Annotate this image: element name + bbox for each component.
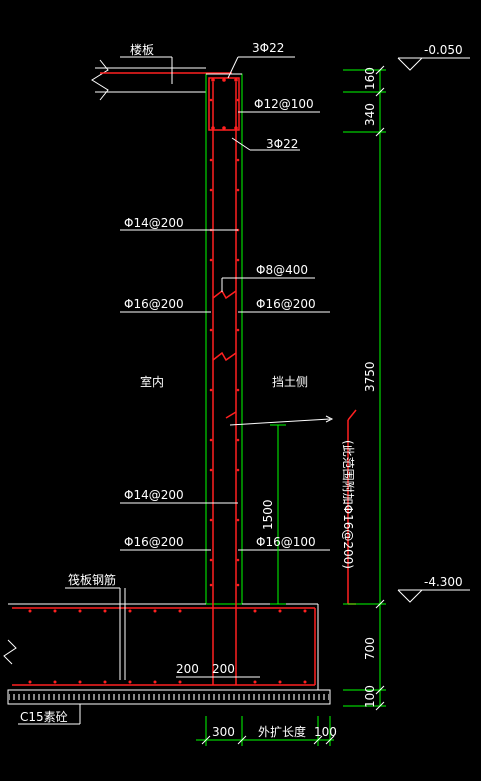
label-blinding: C15素砼 — [20, 710, 68, 724]
label-vertical-14-lower: Φ14@200 — [124, 488, 184, 502]
elevation-marker-bottom — [397, 589, 470, 603]
raft-rebar-dots — [28, 609, 307, 684]
label-added-bars-note: (此范围附加Φ16@200) — [341, 440, 355, 569]
label-inner-16-lower: Φ16@200 — [124, 535, 184, 549]
elevation-top: -0.050 — [424, 43, 463, 57]
blinding-layer — [7, 689, 331, 705]
dim-label-200-left: 200 — [176, 662, 199, 676]
label-bottom-bars-top: 3Φ22 — [266, 137, 298, 151]
dim-1500 — [270, 424, 286, 605]
label-soil-side: 挡土侧 — [272, 375, 308, 389]
label-outer-16-lower: Φ16@100 — [256, 535, 316, 549]
tie-bars — [212, 289, 237, 419]
label-outer-16-upper: Φ16@200 — [256, 297, 316, 311]
dim-bottom — [196, 716, 335, 746]
dim-label-100-vert: 100 — [363, 685, 377, 708]
label-top-bars: 3Φ22 — [252, 41, 284, 55]
label-tie-bars: Φ8@400 — [256, 263, 308, 277]
leader-lines — [18, 56, 334, 725]
label-indoor: 室内 — [140, 374, 164, 389]
dim-label-300: 300 — [212, 725, 235, 739]
elevation-marker-top — [397, 57, 470, 71]
wall-outline — [205, 73, 243, 605]
dim-label-200-right: 200 — [212, 662, 235, 676]
elevation-bottom: -4.300 — [424, 575, 463, 589]
dim-label-340: 340 — [363, 103, 377, 126]
label-stirrup-top: Φ12@100 — [254, 97, 314, 111]
label-raft-rebar: 筏板钢筋 — [68, 572, 116, 587]
dim-label-700: 700 — [363, 637, 377, 660]
floor-slab — [91, 56, 232, 101]
raft-foundation — [3, 600, 330, 691]
dim-label-1500: 1500 — [261, 499, 275, 530]
dim-label-100-horiz: 100 — [314, 725, 337, 739]
dim-vertical-right — [343, 65, 386, 711]
dim-label-3750: 3750 — [363, 361, 377, 392]
dim-label-160: 160 — [363, 67, 377, 90]
wall-rebar-dots — [209, 78, 240, 587]
dim-label-ext-length: 外扩长度 — [258, 724, 306, 739]
label-inner-16: Φ16@200 — [124, 297, 184, 311]
label-floor-slab: 楼板 — [130, 42, 154, 57]
label-vertical-14-upper: Φ14@200 — [124, 216, 184, 230]
